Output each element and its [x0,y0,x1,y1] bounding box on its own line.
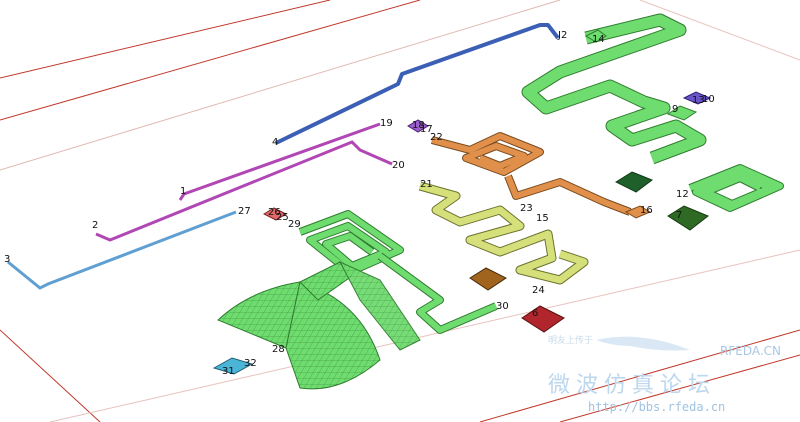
port-label-4: 4 [272,137,278,148]
port-label-17: 17 [420,124,433,135]
port-label-2: 2 [92,220,98,231]
port-label-9: 9 [672,104,678,115]
port-label-3: 3 [4,254,10,265]
green-spiral-inductor-29 [298,210,498,334]
port-label-10: 10 [702,94,715,105]
watermark-brand: RFEDA.CN [720,344,781,358]
port-label-31: 31 [222,366,235,377]
port-label-13: 13 [692,95,705,106]
trace-lightblue-3-27 [7,210,237,290]
watermark-title: 微波仿真论坛 [548,373,716,398]
pad-cluster [212,29,712,375]
green-spiral-inductor-12 [688,164,784,212]
port-label-12: 12 [676,189,689,200]
bird-logo-icon [596,336,690,351]
port-label-18: 18 [412,120,425,131]
port-label-7: 7 [676,210,682,221]
port-label-21: 21 [420,179,433,190]
port-label-26: 26 [268,207,281,218]
port-label-29: 29 [288,219,301,230]
port-label-16: 16 [640,205,653,216]
port-label-20: 20 [392,160,405,171]
port-label-1: 1 [180,186,186,197]
port-label-28: 28 [272,344,285,355]
trace-blue-4-j2 [275,23,560,145]
port-labels: 1 2 3 4 6 7 9 10 12 13 14 15 16 17 18 19… [4,30,715,377]
port-label-19: 19 [380,118,393,129]
watermark-upload-note: 明友上传于 [548,334,593,346]
port-label-25: 25 [276,212,289,223]
trace-magenta-2-20 [95,140,393,242]
port-label-22: 22 [430,132,443,143]
trace-magenta-1-19 [178,122,381,201]
port-label-32: 32 [244,358,257,369]
port-label-j2: J2 [557,30,567,41]
port-label-27: 27 [238,206,251,217]
yellow-meander-21-24 [418,181,589,285]
green-bowtie-antenna-28 [217,260,421,390]
port-label-30: 30 [496,301,509,312]
port-label-24: 24 [532,285,545,296]
port-label-14: 14 [592,34,605,45]
port-label-23: 23 [520,203,533,214]
port-label-6: 6 [532,308,538,319]
watermark-url: http://bbs.rfeda.cn [588,400,725,414]
port-label-15: 15 [536,213,549,224]
orange-spiral-inductor-22 [430,132,632,216]
watermark: 明友上传于 RFEDA.CN 微波仿真论坛 http://bbs.rfeda.c… [548,334,781,414]
